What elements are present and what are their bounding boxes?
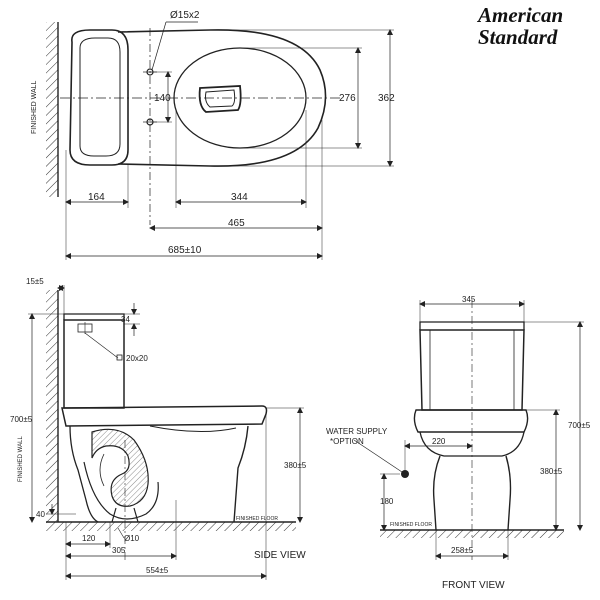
side-tank-lid bbox=[63, 313, 125, 320]
side-dim-120: 120 bbox=[82, 534, 96, 543]
side-body-front bbox=[233, 425, 249, 523]
side-seat bbox=[61, 405, 268, 427]
front-dim-345: 345 bbox=[462, 295, 476, 304]
front-view bbox=[353, 300, 584, 560]
front-view-title: FRONT VIEW bbox=[442, 580, 505, 591]
side-floor-hatch bbox=[46, 522, 296, 531]
front-dim-258: 258±5 bbox=[451, 546, 474, 555]
side-dim-dia: Ø10 bbox=[124, 534, 140, 543]
side-dim-40: 40 bbox=[36, 510, 45, 519]
brand-logo: American Standard bbox=[478, 4, 588, 48]
side-dim-305: 305 bbox=[112, 546, 126, 555]
hole-callout: Ø15x2 bbox=[170, 10, 200, 21]
side-view-title: SIDE VIEW bbox=[254, 550, 306, 561]
side-dim-554: 554±5 bbox=[146, 566, 169, 575]
front-dim-700: 700±5 bbox=[568, 421, 591, 430]
dim-164: 164 bbox=[88, 192, 105, 203]
front-pedestal-right bbox=[505, 455, 512, 531]
top-tank-outline bbox=[69, 29, 129, 166]
top-tank-lid bbox=[79, 37, 121, 157]
dim-685: 685±10 bbox=[168, 245, 202, 256]
top-bowl-outlet bbox=[198, 85, 242, 113]
front-pedestal-left bbox=[432, 455, 441, 531]
side-dim-inlet: 20x20 bbox=[126, 354, 148, 363]
side-body-back bbox=[69, 425, 99, 523]
side-floor-label: FINISHED FLOOR bbox=[236, 516, 278, 522]
water-supply-leader bbox=[353, 439, 406, 475]
side-outlet bbox=[111, 507, 139, 523]
side-trapway bbox=[91, 428, 149, 507]
water-supply-label-1: WATER SUPPLY bbox=[326, 427, 388, 436]
front-dim-180: 180 bbox=[380, 497, 394, 506]
water-supply-label-2: *OPTION bbox=[330, 437, 364, 446]
dim-140: 140 bbox=[154, 93, 171, 104]
front-dim-220: 220 bbox=[432, 437, 446, 446]
front-floor-hatch bbox=[380, 530, 564, 538]
side-dim-34: 34 bbox=[121, 315, 130, 324]
top-view-labels: FINISHED WALL Ø15x2 140 276 362 164 344 … bbox=[31, 10, 395, 256]
side-wall-label: FINISHED WALL bbox=[18, 436, 24, 482]
side-view bbox=[28, 285, 304, 580]
top-view bbox=[46, 21, 394, 260]
front-view-labels: 345 WATER SUPPLY *OPTION 220 180 FINISHE… bbox=[326, 295, 591, 591]
hole-leader bbox=[151, 21, 167, 71]
front-seat bbox=[413, 409, 529, 433]
top-wall-label: FINISHED WALL bbox=[31, 80, 38, 134]
side-tank-body bbox=[63, 319, 125, 409]
side-dim-700: 700±5 bbox=[10, 415, 33, 424]
top-bowl-outline bbox=[117, 29, 327, 167]
top-bowl-outlet-inner bbox=[205, 89, 236, 108]
front-bowl bbox=[419, 431, 525, 457]
dim-344: 344 bbox=[231, 192, 248, 203]
side-dim-15: 15±5 bbox=[26, 277, 44, 286]
side-dim-380: 380±5 bbox=[284, 461, 307, 470]
side-wall-hatch bbox=[46, 290, 58, 522]
dim-276: 276 bbox=[339, 93, 356, 104]
dim-362: 362 bbox=[378, 93, 395, 104]
brand-line-2: Standard bbox=[478, 25, 558, 49]
top-wall-hatch bbox=[46, 22, 58, 197]
brand-line-1: American bbox=[478, 3, 564, 27]
front-floor-label: FINISHED FLOOR bbox=[390, 522, 432, 528]
dim-465: 465 bbox=[228, 218, 245, 229]
front-dim-380: 380±5 bbox=[540, 467, 563, 476]
side-view-labels: 15±5 34 20x20 700±5 FINISHED WALL 380±5 … bbox=[10, 277, 307, 575]
